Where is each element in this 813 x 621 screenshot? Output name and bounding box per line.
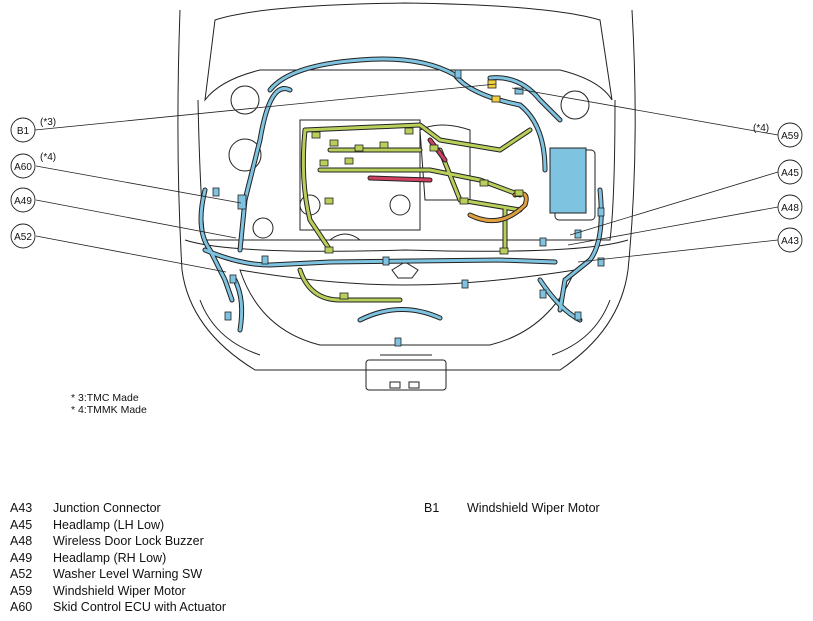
legend-code: A43 bbox=[10, 501, 33, 515]
legend-name: Wireless Door Lock Buzzer bbox=[53, 534, 204, 548]
leader-lines bbox=[34, 83, 779, 273]
legend-name: Junction Connector bbox=[53, 501, 161, 515]
legend-code: A60 bbox=[10, 600, 33, 614]
callout-note: (*3) bbox=[40, 117, 56, 128]
legend-row: A60 Skid Control ECU with Actuator bbox=[10, 599, 226, 616]
legend-row: B1 Windshield Wiper Motor bbox=[424, 500, 600, 517]
legend-row: A49 Headlamp (RH Low) bbox=[10, 550, 226, 567]
connectors-blue bbox=[212, 69, 605, 347]
callout-code: A59 bbox=[781, 131, 799, 142]
legend-name: Windshield Wiper Motor bbox=[53, 583, 186, 598]
legend-name: Headlamp (RH Low) bbox=[53, 550, 167, 565]
footnote-tmmk: * 4:TMMK Made bbox=[71, 404, 147, 416]
legend-name: Washer Level Warning SW bbox=[53, 567, 203, 581]
callout-a52: A52 bbox=[10, 223, 36, 249]
callout-code: A45 bbox=[781, 168, 799, 179]
legend-name: Headlamp (LH Low) bbox=[53, 517, 165, 532]
legend-row: A45 Headlamp (LH Low) bbox=[10, 517, 226, 534]
callout-code: A49 bbox=[14, 196, 32, 207]
legend-code: A59 bbox=[10, 583, 33, 598]
callout-a59: A59 (*4) bbox=[753, 122, 803, 148]
callout-a45: A45 bbox=[777, 159, 803, 185]
callout-code: A43 bbox=[781, 236, 799, 247]
legend-left: A43 Junction Connector A45 Headlamp (LH Lo… bbox=[10, 500, 226, 616]
legend-code: B1 bbox=[424, 501, 440, 515]
legend-row: A48 Wireless Door Lock Buzzer bbox=[10, 533, 226, 550]
callout-a48: A48 bbox=[777, 194, 803, 220]
callout-code: A48 bbox=[781, 203, 799, 214]
callout-a60: A60 (*4) bbox=[10, 152, 56, 179]
connector-yellow bbox=[491, 95, 501, 103]
engine-harness-diagram: B1 (*3) A60 (*4) A49 A52 A59 (*4) A45 A4… bbox=[10, 2, 803, 391]
legend-name: Windshield Wiper Motor bbox=[467, 501, 600, 515]
skid-control-ecu bbox=[549, 147, 587, 214]
callout-b1: B1 (*3) bbox=[10, 117, 56, 143]
callout-code: B1 bbox=[17, 126, 30, 137]
footnote-tmc: * 3:TMC Made bbox=[71, 392, 139, 404]
callout-code: A52 bbox=[14, 232, 32, 243]
harness-blue-fill bbox=[199, 57, 603, 332]
legend-code: A45 bbox=[10, 517, 33, 532]
legend-name: Skid Control ECU with Actuator bbox=[53, 600, 226, 614]
callout-note: (*4) bbox=[40, 152, 56, 163]
callout-a43: A43 bbox=[777, 227, 803, 253]
callout-note: (*4) bbox=[753, 123, 769, 134]
legend-right: B1 Windshield Wiper Motor bbox=[424, 500, 600, 517]
legend-code: A52 bbox=[10, 567, 33, 581]
connectors-green bbox=[311, 127, 524, 300]
callout-a49: A49 bbox=[10, 187, 36, 213]
legend-row: A52 Washer Level Warning SW bbox=[10, 566, 226, 583]
legend-row: A59 Windshield Wiper Motor bbox=[10, 583, 226, 600]
legend-row: A43 Junction Connector bbox=[10, 500, 226, 517]
callout-code: A60 bbox=[14, 162, 32, 173]
legend-code: A49 bbox=[10, 550, 33, 565]
car-body-outline bbox=[177, 2, 636, 391]
legend-code: A48 bbox=[10, 534, 33, 548]
